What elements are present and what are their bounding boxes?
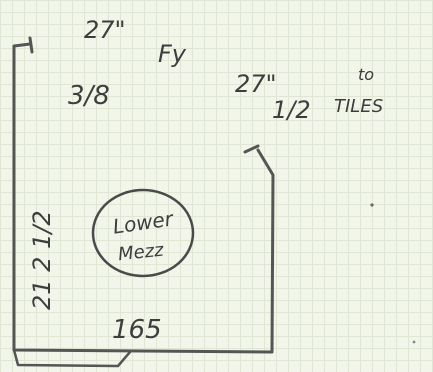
room-oval: [91, 188, 195, 278]
left-height-label: 21 2 1/2: [28, 210, 56, 310]
corner-mark-label: Fy: [158, 40, 187, 68]
tile-note-top: to: [358, 65, 374, 84]
ink-dot: [412, 340, 416, 344]
top-width-label: 27": [84, 16, 126, 44]
room-outline: [12, 42, 275, 354]
bottom-step: [12, 348, 132, 368]
ink-dot: [370, 203, 374, 207]
tile-note-bottom: TILES: [334, 96, 383, 117]
top-fraction-label: 3/8: [68, 81, 110, 111]
right-fraction-label: 1/2: [272, 96, 311, 124]
bottom-width-label: 165: [112, 315, 162, 345]
oval-line1: Lower: [111, 206, 176, 238]
oval-line2: Mezz: [117, 240, 165, 266]
right-width-label: 27": [235, 70, 277, 98]
top-tick: [28, 36, 34, 54]
right-tick: [243, 144, 260, 154]
